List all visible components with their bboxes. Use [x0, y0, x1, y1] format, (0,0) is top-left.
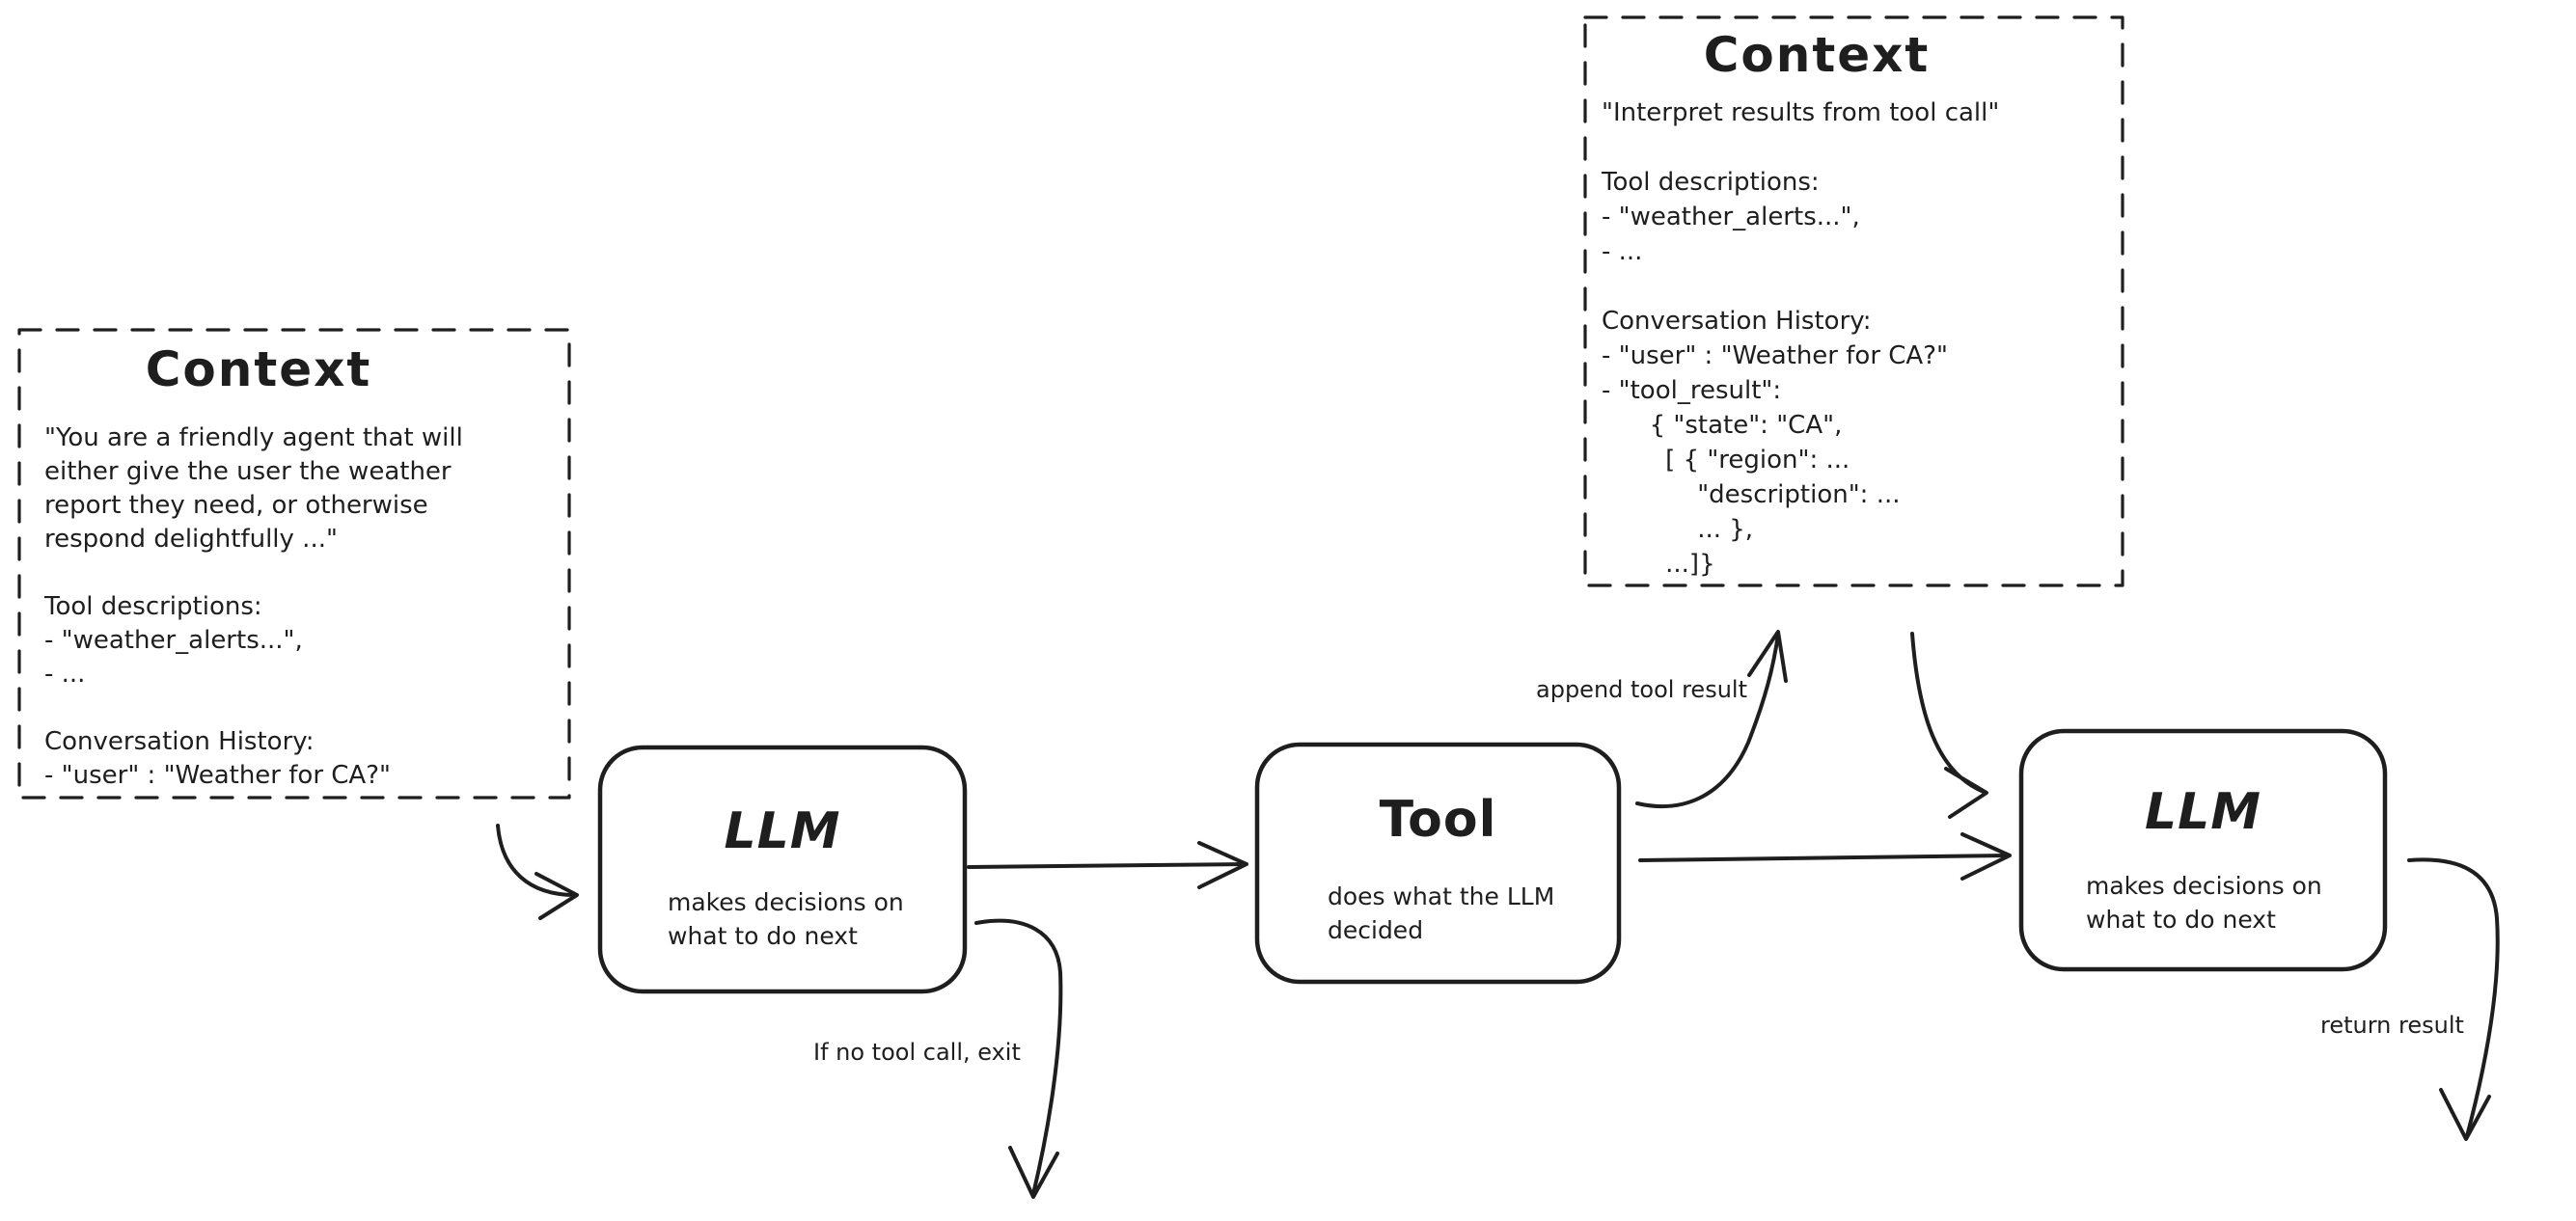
arrow-tool-to-llm-second	[1638, 832, 2012, 881]
tool-title: Tool	[1379, 791, 1497, 849]
tool-node-border	[1254, 742, 1622, 985]
context-left-border	[17, 328, 571, 800]
context-right-body: "Interpret results from tool call" Tool …	[1602, 98, 2000, 579]
context-right-title: Context	[1703, 27, 1931, 83]
edge-label-return-result: return result	[2320, 1012, 2464, 1039]
llm-second-title: LLM	[2144, 783, 2261, 841]
context-right-border	[1583, 15, 2124, 587]
edge-label-if-no-tool-call-exit: If no tool call, exit	[813, 1039, 1021, 1066]
llm-first-subtitle: makes decisions on what to do next	[668, 888, 904, 950]
context-left-title: Context	[145, 341, 372, 397]
arrow-llm-second-return	[2407, 857, 2500, 1141]
context-left-body: "You are a friendly agent that will eith…	[44, 423, 463, 790]
llm-second-subtitle: makes decisions on what to do next	[2086, 872, 2322, 934]
arrow-context-right-to-llm-second	[1910, 632, 1988, 819]
arrow-llm-first-exit	[974, 918, 1063, 1199]
llm-second-node-border	[2018, 728, 2388, 972]
edge-label-append-tool-result: append tool result	[1536, 676, 1747, 703]
tool-subtitle: does what the LLM decided	[1328, 882, 1555, 944]
llm-first-node-border	[597, 745, 968, 994]
arrow-context-left-to-llm-first	[496, 824, 579, 920]
arrow-llm-first-to-tool	[967, 841, 1248, 889]
arrow-tool-to-context-right	[1635, 630, 1788, 808]
llm-first-title: LLM	[724, 802, 841, 860]
